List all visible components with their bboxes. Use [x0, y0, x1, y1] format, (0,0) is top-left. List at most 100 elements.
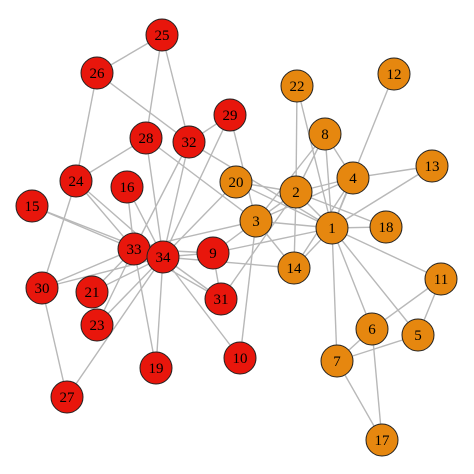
- edge-32-34: [162, 141, 190, 258]
- node-circle: [129, 121, 163, 155]
- node-circle: [355, 312, 389, 346]
- node-27: 27: [50, 380, 84, 414]
- node-circle: [277, 251, 311, 285]
- node-label: 26: [90, 66, 106, 82]
- node-19: 19: [139, 351, 173, 385]
- node-label: 21: [85, 285, 100, 301]
- edge-1-6: [331, 227, 373, 330]
- node-label: 27: [60, 390, 76, 406]
- node-6: 6: [355, 312, 389, 346]
- node-label: 25: [155, 28, 170, 44]
- node-circle: [80, 56, 114, 90]
- node-circle: [401, 318, 435, 352]
- edge-1-20: [235, 181, 333, 229]
- node-circle: [223, 341, 257, 375]
- node-16: 16: [110, 170, 144, 204]
- node-1: 1: [315, 211, 349, 245]
- node-label: 13: [425, 159, 440, 175]
- edge-28-34: [145, 137, 164, 258]
- edge-1-5: [331, 227, 419, 336]
- node-29: 29: [213, 98, 247, 132]
- edge-1-7: [331, 227, 338, 362]
- node-label: 32: [182, 135, 197, 151]
- node-32: 32: [172, 125, 206, 159]
- node-label: 22: [290, 79, 305, 95]
- node-label: 6: [368, 322, 376, 338]
- node-circle: [145, 18, 179, 52]
- node-25: 25: [145, 18, 179, 52]
- edge-25-28: [145, 34, 163, 139]
- edge-6-17: [371, 328, 383, 441]
- node-5: 5: [401, 318, 435, 352]
- node-label: 14: [287, 261, 303, 277]
- edge-1-12: [331, 73, 395, 229]
- node-circle: [415, 149, 449, 183]
- node-circle: [80, 308, 114, 342]
- node-4: 4: [336, 161, 370, 195]
- node-label: 5: [414, 328, 422, 344]
- edge-1-32: [188, 141, 333, 229]
- node-label: 23: [90, 318, 105, 334]
- node-circle: [15, 189, 49, 223]
- node-circle: [369, 210, 403, 244]
- node-9: 9: [196, 236, 230, 270]
- node-circle: [308, 117, 342, 151]
- node-label: 10: [233, 351, 248, 367]
- node-circle: [146, 240, 180, 274]
- node-label: 16: [120, 180, 136, 196]
- edge-27-30: [41, 287, 68, 398]
- node-label: 20: [229, 175, 244, 191]
- node-circle: [424, 262, 458, 296]
- node-label: 8: [321, 127, 329, 143]
- node-label: 9: [209, 246, 217, 262]
- node-circle: [219, 165, 253, 199]
- node-circle: [336, 161, 370, 195]
- node-15: 15: [15, 189, 49, 223]
- node-circle: [377, 57, 411, 91]
- edge-1-13: [331, 165, 433, 229]
- node-layer: 1234567891011121314151617181920212223242…: [15, 18, 458, 457]
- node-circle: [279, 175, 313, 209]
- node-label: 11: [434, 272, 448, 288]
- node-circle: [25, 271, 59, 305]
- node-circle: [139, 351, 173, 385]
- edge-3-28: [145, 137, 257, 222]
- node-21: 21: [75, 275, 109, 309]
- node-23: 23: [80, 308, 114, 342]
- edge-3-10: [239, 220, 257, 359]
- node-circle: [280, 69, 314, 103]
- edge-29-34: [162, 114, 231, 258]
- edge-1-11: [331, 227, 442, 280]
- node-circle: [50, 380, 84, 414]
- node-22: 22: [280, 69, 314, 103]
- node-label: 3: [252, 214, 260, 230]
- node-label: 2: [292, 185, 300, 201]
- edge-14-34: [162, 256, 295, 269]
- node-label: 17: [375, 433, 391, 449]
- node-circle: [320, 344, 354, 378]
- node-circle: [75, 275, 109, 309]
- edge-26-32: [96, 72, 190, 143]
- node-circle: [239, 204, 273, 238]
- node-2: 2: [279, 175, 313, 209]
- node-circle: [365, 423, 399, 457]
- node-label: 7: [333, 354, 341, 370]
- node-34: 34: [146, 240, 180, 274]
- node-24: 24: [59, 164, 93, 198]
- node-3: 3: [239, 204, 273, 238]
- node-label: 24: [69, 174, 85, 190]
- node-17: 17: [365, 423, 399, 457]
- edge-19-34: [155, 256, 164, 369]
- node-label: 19: [149, 361, 164, 377]
- node-33: 33: [117, 232, 151, 266]
- node-31: 31: [204, 282, 238, 316]
- node-label: 30: [35, 281, 50, 297]
- node-circle: [110, 170, 144, 204]
- node-12: 12: [377, 57, 411, 91]
- node-26: 26: [80, 56, 114, 90]
- edge-32-33: [133, 141, 190, 250]
- node-18: 18: [369, 210, 403, 244]
- node-7: 7: [320, 344, 354, 378]
- node-14: 14: [277, 251, 311, 285]
- node-13: 13: [415, 149, 449, 183]
